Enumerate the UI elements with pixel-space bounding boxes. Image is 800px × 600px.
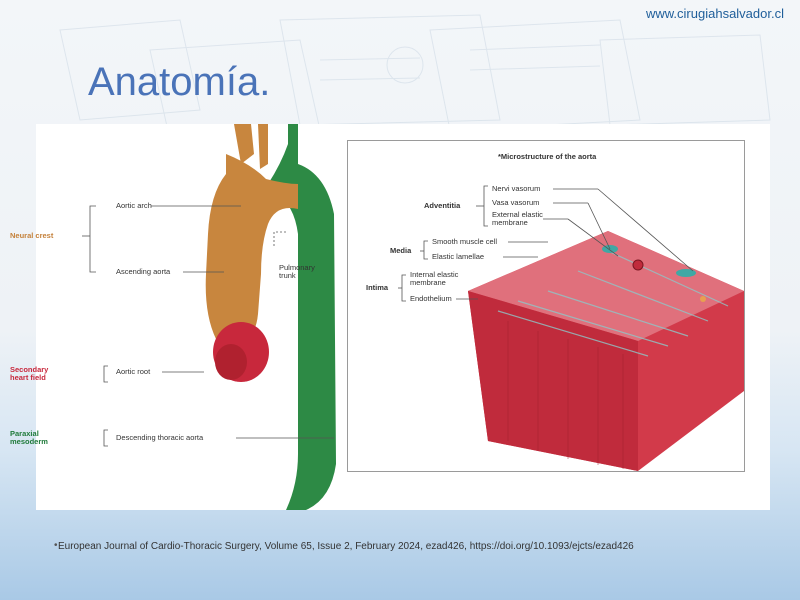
orange-branch: [234, 124, 254, 164]
tissue-illustration: [398, 185, 744, 471]
vessel-lumen: [632, 259, 644, 271]
nervi-vasorum-label: Nervi vasorum: [492, 184, 541, 193]
descending-aorta-label: Descending thoracic aorta: [116, 433, 204, 442]
endothelium-label: Endothelium: [410, 294, 452, 303]
adventitia-label: Adventitia: [424, 201, 461, 210]
pulmonary-trunk-label: Pulmonary trunk: [279, 263, 315, 280]
elastic-lamellae-label: Elastic lamellae: [432, 252, 485, 261]
nervi-vasorum-vessel: [676, 269, 696, 277]
intima-label: Intima: [366, 283, 389, 292]
green-vessel: [268, 124, 336, 510]
orange-arch: [205, 154, 298, 339]
shf-bracket: [103, 365, 108, 383]
external-elastic-label: External elastic membrane: [492, 210, 543, 227]
micro-title: *Microstructure of the aorta: [498, 152, 597, 161]
slide-title: Anatomía.: [88, 60, 271, 104]
tissue-front: [468, 291, 638, 471]
paraxial-bracket: [103, 429, 108, 447]
microstructure-panel: *Microstructure of the aorta: [347, 140, 745, 472]
smooth-muscle-label: Smooth muscle cell: [432, 237, 498, 246]
aorta-anatomy-panel: Neural crest Aortic arch Ascending aorta…: [10, 124, 346, 510]
citation-bullet: •: [54, 540, 58, 551]
ascending-aorta-label: Ascending aorta: [116, 267, 171, 276]
internal-elastic-label: Internal elastic membrane: [410, 270, 459, 287]
aorta-figure: Neural crest Aortic arch Ascending aorta…: [10, 124, 770, 510]
nerve-dot: [700, 296, 706, 302]
tissue-top: [468, 231, 744, 341]
neural-crest-bracket: [89, 205, 96, 273]
neural-crest-label: Neural crest: [10, 231, 54, 240]
media-label: Media: [390, 246, 412, 255]
citation-text: European Journal of Cardio-Thoracic Surg…: [58, 541, 634, 552]
aortic-root-label: Aortic root: [116, 367, 151, 376]
aortic-root-lobe: [215, 344, 247, 380]
vasa-vasorum-label: Vasa vasorum: [492, 198, 540, 207]
orange-branch: [258, 124, 268, 169]
paraxial-mesoderm-label: Paraxial mesoderm: [10, 429, 48, 446]
aorta-illustration: [82, 124, 336, 510]
site-url[interactable]: www.cirugiahsalvador.cl: [645, 6, 784, 21]
secondary-heart-field-label: Secondary heart field: [10, 365, 49, 382]
aortic-arch-label: Aortic arch: [116, 201, 152, 210]
